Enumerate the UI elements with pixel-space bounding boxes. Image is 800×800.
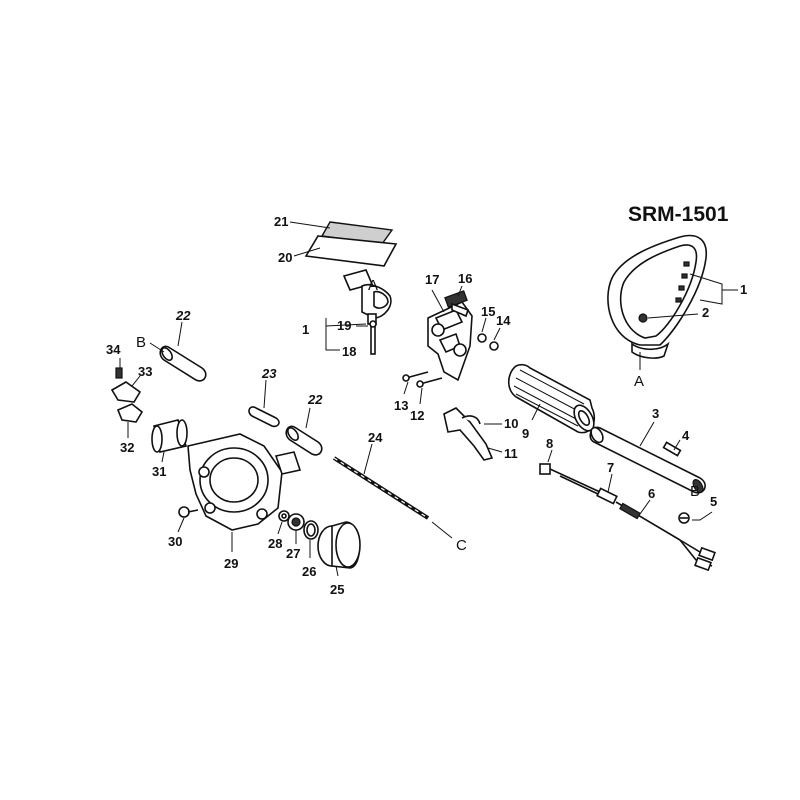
plate-20 (304, 235, 398, 267)
ref-a-clamp: A (368, 277, 378, 294)
bolt-8 (539, 463, 601, 493)
gear-housing-29 (187, 433, 302, 531)
bracket-33 (110, 367, 144, 423)
screw-12 (416, 377, 443, 388)
label-part-23: 23 (261, 366, 277, 381)
ring-26 (303, 520, 319, 540)
nut-15 (477, 333, 487, 343)
label-part-13: 13 (394, 398, 408, 413)
label-part-31: 31 (152, 464, 166, 479)
switch-part (444, 290, 470, 318)
label-part-24: 24 (368, 430, 383, 445)
label-part-1-clamp: 1 (302, 322, 309, 337)
label-part-3: 3 (652, 406, 659, 421)
handle-loop-part (607, 234, 707, 359)
label-part-22-top: 22 (175, 308, 191, 323)
label-part-5: 5 (710, 494, 717, 509)
trigger-part (443, 407, 494, 461)
shaft-24 (332, 456, 430, 520)
label-part-30: 30 (168, 534, 182, 549)
label-part-2: 2 (702, 305, 709, 320)
label-part-27: 27 (286, 546, 300, 561)
label-part-26: 26 (302, 564, 316, 579)
label-part-21: 21 (274, 214, 288, 229)
label-part-29: 29 (224, 556, 238, 571)
label-part-33: 33 (138, 364, 152, 379)
tube-part (589, 426, 706, 494)
label-part-16: 16 (458, 271, 472, 286)
ref-b-left: B (136, 334, 146, 351)
label-part-15: 15 (481, 304, 495, 319)
cover-25 (317, 521, 361, 569)
label-part-6: 6 (648, 486, 655, 501)
tube-22-top (159, 345, 207, 382)
label-part-22-mid: 22 (307, 392, 323, 407)
ref-c: C (456, 537, 467, 554)
ref-a-handle: A (634, 373, 644, 390)
label-part-32: 32 (120, 440, 134, 455)
tube-22-mid (285, 425, 323, 456)
nut-14 (489, 341, 499, 351)
grip-part (507, 363, 596, 434)
label-part-20: 20 (278, 250, 292, 265)
screw-13 (402, 371, 429, 382)
switch-housing-part (427, 300, 473, 382)
label-part-17: 17 (425, 272, 439, 287)
label-part-7: 7 (607, 460, 614, 475)
clamp-part (342, 269, 392, 355)
label-part-28: 28 (268, 536, 282, 551)
screw-5 (678, 512, 690, 524)
label-part-12: 12 (410, 408, 424, 423)
label-part-8: 8 (546, 436, 553, 451)
label-part-25: 25 (330, 582, 344, 597)
label-part-11: 11 (504, 446, 518, 461)
pin-23 (248, 406, 280, 428)
label-part-14: 14 (496, 313, 511, 328)
coupling-31 (151, 419, 188, 453)
label-part-9: 9 (522, 426, 529, 441)
label-part-1-handle: 1 (740, 282, 747, 297)
bearing-27 (287, 513, 305, 531)
label-part-34: 34 (106, 342, 121, 357)
label-part-4: 4 (682, 428, 690, 443)
label-part-10: 10 (504, 416, 518, 431)
model-title: SRM-1501 (628, 203, 729, 226)
wire-part (559, 475, 716, 572)
ref-b-tube: B (690, 483, 700, 500)
label-part-19: 19 (337, 318, 351, 333)
label-part-18: 18 (342, 344, 356, 359)
washer-28 (278, 510, 290, 522)
bolt-30 (178, 506, 199, 518)
